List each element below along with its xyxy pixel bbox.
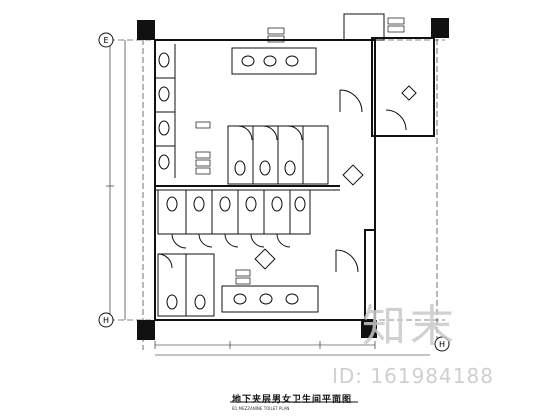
dimension-lines xyxy=(106,39,430,356)
column xyxy=(137,20,155,40)
floor-drain-symbol xyxy=(342,164,364,186)
callout-tags xyxy=(195,17,405,285)
drawing-subtitle: B1 MEZZANINE TOILET PLAN xyxy=(232,406,290,411)
floor-drain-symbol xyxy=(401,85,417,101)
grid-bubble-bottom-left xyxy=(98,312,114,328)
lower-left-cubicles xyxy=(157,253,215,317)
washbasin xyxy=(259,293,273,305)
vanity-counter-lower xyxy=(221,285,319,313)
door-swing xyxy=(385,109,407,131)
washbasin xyxy=(263,55,277,67)
service-room-wall xyxy=(371,37,435,137)
column xyxy=(361,320,377,338)
column xyxy=(431,18,449,38)
washbasin xyxy=(285,293,299,305)
outer-wall xyxy=(154,39,376,321)
vanity-counter-upper xyxy=(231,47,317,75)
watermark-brand: 知末 xyxy=(362,301,458,352)
lower-cubicles xyxy=(157,189,311,249)
column xyxy=(137,320,155,340)
drawing-title: 地下夹层男女卫生间平面图 xyxy=(232,395,353,405)
door-swing xyxy=(339,89,363,113)
watermark-id-value: 161984188 xyxy=(370,364,494,388)
grid-label-bottom-left: H xyxy=(103,316,109,325)
grid-bubble-bottom-right xyxy=(434,336,450,352)
right-lower-wall xyxy=(364,229,375,320)
washbasin xyxy=(233,293,247,305)
grid-bubble-top-left xyxy=(98,32,114,48)
washbasin xyxy=(241,55,255,67)
watermark-id: ID: 161984188 xyxy=(332,364,494,388)
left-cubicles xyxy=(155,44,176,178)
top-duct-shaft xyxy=(343,13,385,41)
watermark-id-label: ID: xyxy=(332,364,364,388)
floor-drain-symbol xyxy=(254,248,276,270)
upper-stalls xyxy=(227,125,329,185)
grid-label-top-left: E xyxy=(103,36,108,45)
structural-columns xyxy=(137,18,449,340)
washbasin xyxy=(285,55,299,67)
door-swing xyxy=(335,249,359,273)
grid-label-bottom-right: H xyxy=(439,340,445,349)
